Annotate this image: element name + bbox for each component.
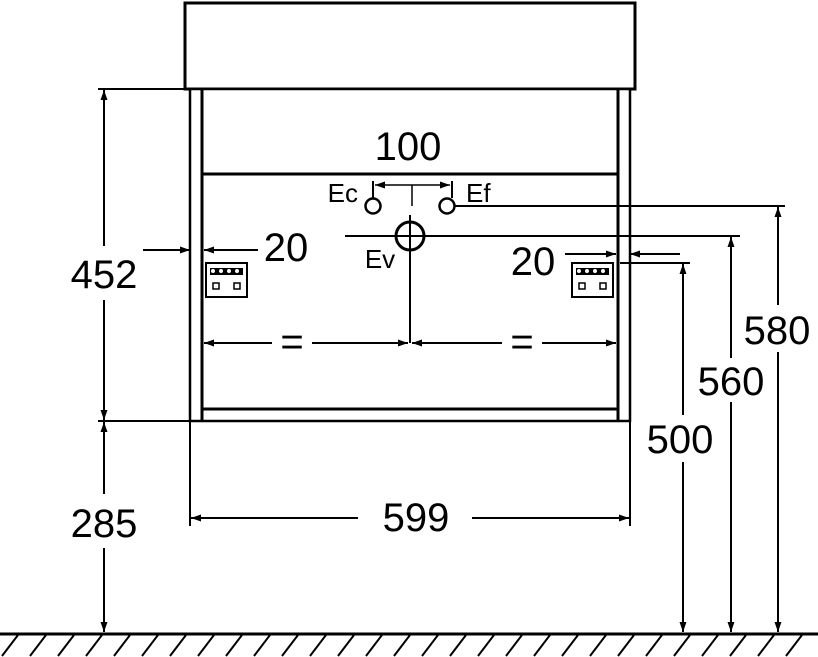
floor-hatch-line (85, 634, 103, 657)
left-wall-bracket (205, 262, 248, 298)
ef-label: Ef (466, 178, 491, 208)
cabinet-height-label: 452 (71, 253, 138, 297)
floor-line (0, 632, 818, 657)
ec-connection (364, 197, 382, 215)
floor-hatch-line (561, 634, 579, 657)
floor-hatch-line (729, 634, 747, 657)
floor-hatch-line (505, 634, 523, 657)
floor-hatch-line (113, 634, 131, 657)
floor-hatch-line (141, 634, 159, 657)
right-height-dimensions (620, 207, 782, 632)
waste-height-label: 560 (698, 360, 765, 404)
floor-hatch-line (617, 634, 635, 657)
floor-hatch-line (225, 634, 243, 657)
floor-hatch-line (477, 634, 495, 657)
bracket-height-label: 500 (647, 418, 714, 462)
right-wall-bracket (571, 262, 614, 298)
floor-hatch-line (281, 634, 299, 657)
floor-hatch-line (701, 634, 719, 657)
floor-hatch-line (337, 634, 355, 657)
floor-hatch-line (645, 634, 663, 657)
left-height-dimensions (98, 88, 190, 632)
equal-spacing-dimension (204, 330, 616, 356)
floor-hatch-line (757, 634, 775, 657)
ev-label: Ev (365, 244, 395, 274)
floor-hatch-line (29, 634, 47, 657)
floor-hatch-line (1, 634, 19, 657)
floor-hatch-line (589, 634, 607, 657)
floor-hatch-line (57, 634, 75, 657)
floor-hatch-line (169, 634, 187, 657)
equal-right-label: = (510, 320, 533, 364)
waste-connection (345, 215, 740, 343)
floor-clearance-label: 285 (71, 502, 138, 546)
supply-height-label: 580 (744, 309, 811, 353)
basin-top (183, 1, 637, 91)
ef-connection (438, 197, 456, 215)
right-offset-label: 20 (511, 240, 556, 284)
tap-spacing-label: 100 (375, 125, 442, 169)
floor-hatch-line (253, 634, 271, 657)
floor-hatch-line (393, 634, 411, 657)
floor-hatch-line (421, 634, 439, 657)
floor-hatch-line (197, 634, 215, 657)
floor-hatch-line (449, 634, 467, 657)
cabinet-width-label: 599 (383, 496, 450, 540)
left-offset-label: 20 (264, 226, 309, 270)
supply-connections (364, 181, 785, 215)
floor-hatch-line (309, 634, 327, 657)
width-dimension (189, 421, 631, 526)
ec-label: Ec (328, 178, 358, 208)
floor-hatch-line (785, 634, 803, 657)
floor-hatch-line (533, 634, 551, 657)
floor-hatch-line (673, 634, 691, 657)
floor-hatch-line (365, 634, 383, 657)
equal-left-label: = (280, 320, 303, 364)
